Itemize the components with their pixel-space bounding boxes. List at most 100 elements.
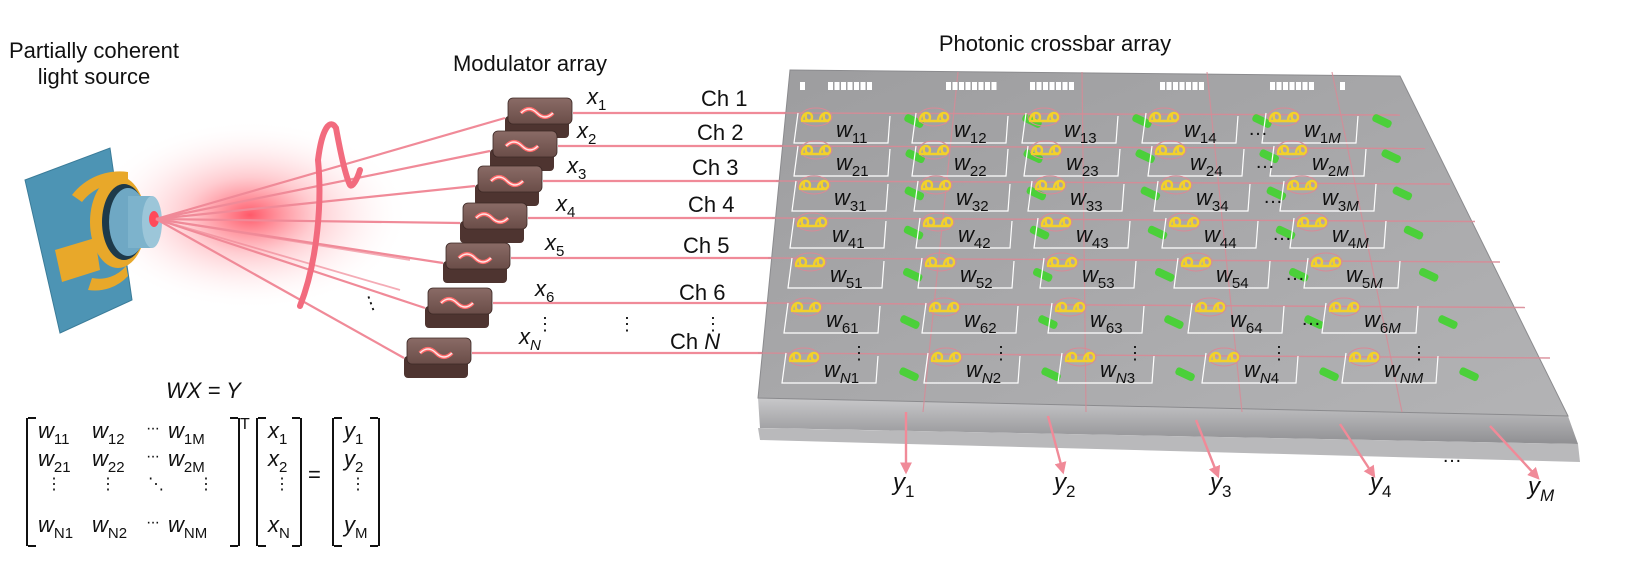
light-source-title: Partially coherent light source — [0, 38, 188, 90]
weight-label: w1M — [1304, 117, 1341, 147]
weight-cell — [1321, 297, 1458, 334]
channel-label: Ch N — [670, 329, 720, 354]
electrode-pad — [1192, 82, 1198, 90]
heater-icon — [1168, 216, 1200, 228]
electrode-pad — [1289, 82, 1295, 90]
electrode-wire — [923, 352, 1021, 384]
electrode-pad — [965, 82, 971, 90]
column-ellipsis: ⋮ — [850, 343, 868, 363]
column-ellipsis: ⋮ — [1126, 343, 1144, 363]
electrode-wire — [789, 217, 887, 249]
heater-icon — [918, 144, 950, 156]
grating-coupler-icon — [1403, 225, 1424, 240]
heater-icon — [1286, 179, 1318, 191]
heater-icon — [796, 216, 828, 228]
light-source-icon — [24, 147, 162, 334]
weight-cell — [1279, 175, 1413, 212]
vector-cell: x2 — [268, 446, 288, 476]
heater-icon — [1030, 144, 1062, 156]
grating-coupler-icon — [1288, 267, 1309, 282]
weight-label: w23 — [1066, 150, 1099, 180]
weight-label: w4M — [1332, 222, 1369, 252]
grating-coupler-icon — [903, 225, 924, 240]
crossbar-array-title: Photonic crossbar array — [938, 31, 1172, 56]
electrode-pad — [828, 82, 833, 90]
matrix-hdots: ··· — [146, 448, 160, 465]
grating-coupler-icon — [1154, 267, 1175, 282]
heater-icon — [1034, 179, 1066, 191]
electrode-wire — [1161, 217, 1259, 249]
grating-coupler-icon — [1459, 367, 1479, 382]
electrode-wire — [1057, 352, 1155, 384]
grating-coupler-icon — [1266, 186, 1287, 201]
channel-ellipsis: ⋮ — [618, 314, 636, 334]
grating-coupler-icon — [899, 367, 919, 382]
microring — [799, 140, 833, 160]
microring — [793, 252, 827, 272]
row-ellipsis: … — [1248, 118, 1268, 140]
grating-coupler-icon — [900, 315, 920, 329]
modulator-array — [404, 97, 573, 378]
microring — [1275, 140, 1309, 160]
weight-label: w31 — [834, 185, 867, 215]
input-x-label: x6 — [534, 276, 554, 306]
row-waveguide — [757, 352, 1551, 359]
weight-label: w24 — [1190, 150, 1223, 180]
row-waveguide — [763, 302, 1526, 309]
weight-label: w5M — [1346, 262, 1383, 292]
heater-icon — [1040, 216, 1072, 228]
heater-icon — [800, 144, 832, 156]
electrode-pad — [854, 82, 859, 90]
row-ellipsis: … — [1301, 308, 1321, 330]
electrode-wire — [1047, 302, 1145, 334]
electrode-wire — [1141, 112, 1239, 144]
microring — [787, 347, 821, 367]
matrix-ddots: ⋱ — [148, 476, 164, 493]
heater-icon — [788, 351, 820, 363]
grating-coupler-icon — [902, 267, 923, 282]
weight-cell — [915, 212, 1050, 249]
grating-coupler-icon — [1164, 315, 1184, 329]
electrode-pad — [860, 82, 866, 90]
electrode-pad — [1179, 82, 1185, 90]
output-arrows — [900, 412, 1540, 480]
channel-label: Ch 3 — [692, 155, 738, 180]
weight-label: wN4 — [1244, 357, 1279, 387]
row-ellipsis: … — [1255, 151, 1275, 173]
heater-icon — [928, 301, 960, 313]
heater-icon — [1268, 111, 1300, 123]
electrode-wire — [781, 352, 879, 384]
electrode-pad — [867, 82, 872, 90]
output-y-label: yM — [1526, 473, 1555, 505]
grating-coupler-icon — [1252, 114, 1272, 128]
output-y-label: y3 — [1208, 469, 1231, 501]
electrode-wire — [915, 217, 1013, 249]
weight-label: w11 — [836, 117, 867, 147]
grating-coupler-icon — [1041, 367, 1061, 382]
heater-icon — [924, 256, 956, 268]
weight-cell — [1261, 107, 1392, 144]
chip-substrate — [758, 428, 1580, 462]
electrode-pad — [1056, 82, 1061, 90]
weight-cell — [1269, 140, 1401, 177]
weight-cell — [793, 107, 924, 144]
weight-label: wN3 — [1100, 357, 1135, 387]
electrode-pad — [1270, 82, 1275, 90]
electrode-wire — [1279, 180, 1377, 212]
heater-icon — [1208, 351, 1240, 363]
grating-coupler-icon — [1038, 315, 1058, 329]
weight-cell — [1033, 212, 1168, 249]
matrix-cell: wNM — [168, 512, 208, 542]
channel-label: Ch 2 — [697, 120, 743, 145]
electrode-pad — [1340, 82, 1345, 90]
row-ellipsis: … — [1285, 263, 1305, 285]
electrode-wire — [1289, 217, 1387, 249]
matrix-hdots: ··· — [146, 420, 160, 437]
heater-icon — [1180, 256, 1212, 268]
weight-cell — [791, 175, 925, 212]
output-vector: y1 y2 ⋮ yM — [332, 417, 380, 547]
electrode-wire — [913, 180, 1011, 212]
vector-vdots: ⋮ — [350, 476, 366, 493]
matrix-hdots: ··· — [146, 514, 160, 531]
